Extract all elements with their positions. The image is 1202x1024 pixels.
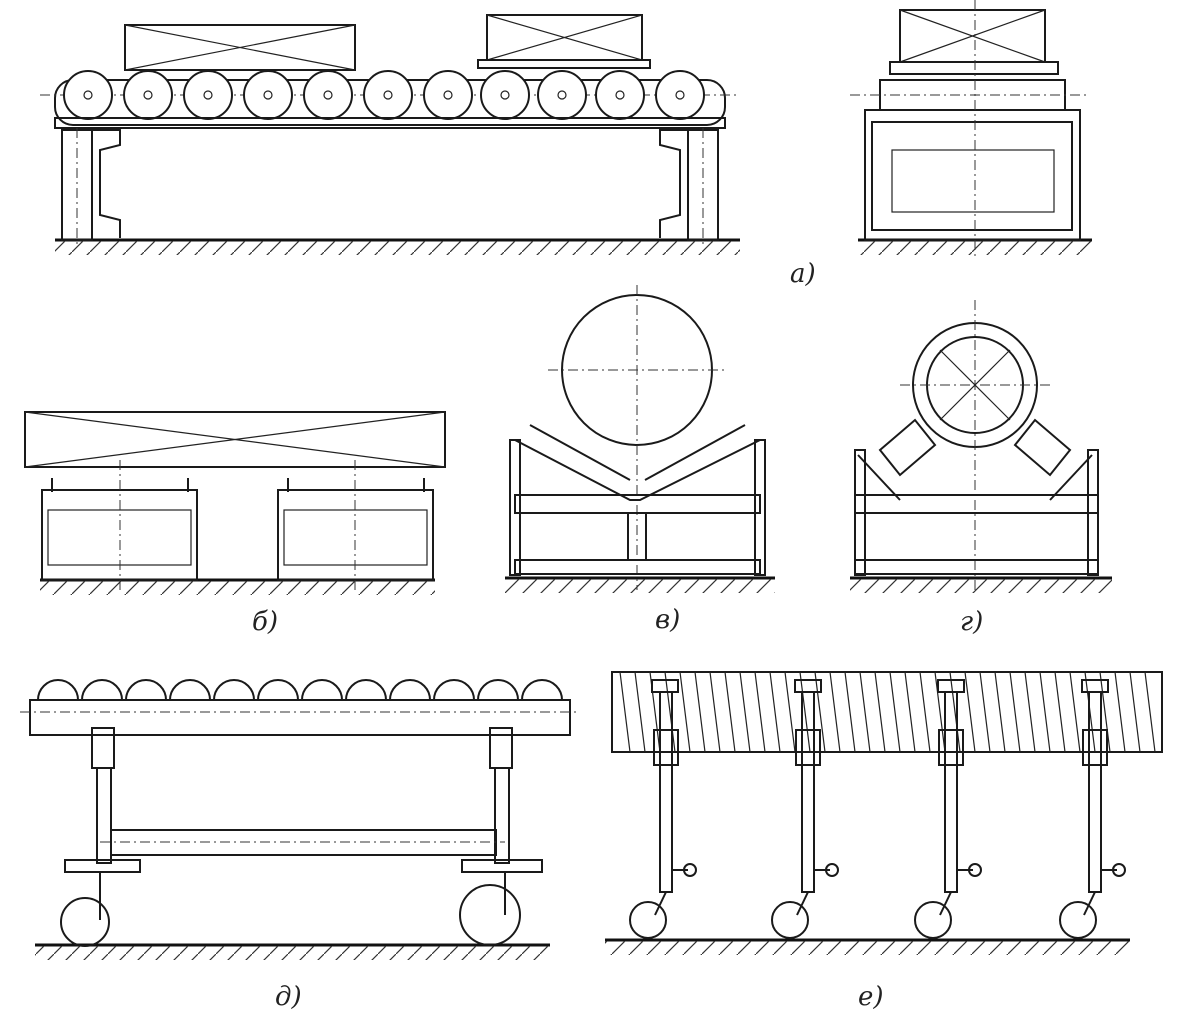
label-b: б) (252, 607, 278, 637)
ground-hatch (605, 941, 1130, 955)
ground-hatch (55, 241, 740, 255)
rollers (37, 679, 563, 701)
caster-leg (1059, 679, 1126, 939)
v-cradle (514, 439, 761, 501)
label-e: е) (858, 982, 884, 1012)
view-e (605, 671, 1163, 955)
view-d (20, 679, 580, 960)
caster-leg (914, 679, 982, 939)
label-d: д) (275, 982, 302, 1012)
label-a: а) (790, 259, 816, 289)
ground-hatch (505, 579, 775, 593)
support-leg (659, 128, 719, 245)
ground-hatch (850, 579, 1112, 593)
view-g (850, 300, 1112, 593)
angled-roller (857, 418, 937, 501)
ground-hatch (40, 581, 435, 595)
cargo-box (124, 24, 356, 71)
stand (41, 460, 198, 590)
leg-post (60, 727, 141, 947)
view-a-end (850, 0, 1092, 258)
stand (277, 460, 434, 590)
flex-frame (611, 671, 1163, 753)
caster-leg (629, 679, 697, 939)
rollers (63, 70, 705, 120)
view-v (505, 285, 775, 593)
support-leg (61, 128, 121, 245)
view-b (24, 411, 446, 595)
caster-leg (771, 679, 839, 939)
flex-rollers (619, 671, 1156, 753)
cargo-box (24, 411, 446, 468)
table-frame (29, 699, 571, 736)
ground-hatch (35, 946, 550, 960)
cargo-box (899, 9, 1046, 63)
label-v: в) (655, 605, 680, 635)
view-a-side (40, 14, 740, 255)
leg-post (459, 727, 543, 946)
label-g: г) (960, 607, 983, 637)
angled-roller (1013, 418, 1093, 501)
cargo-box (477, 14, 651, 69)
